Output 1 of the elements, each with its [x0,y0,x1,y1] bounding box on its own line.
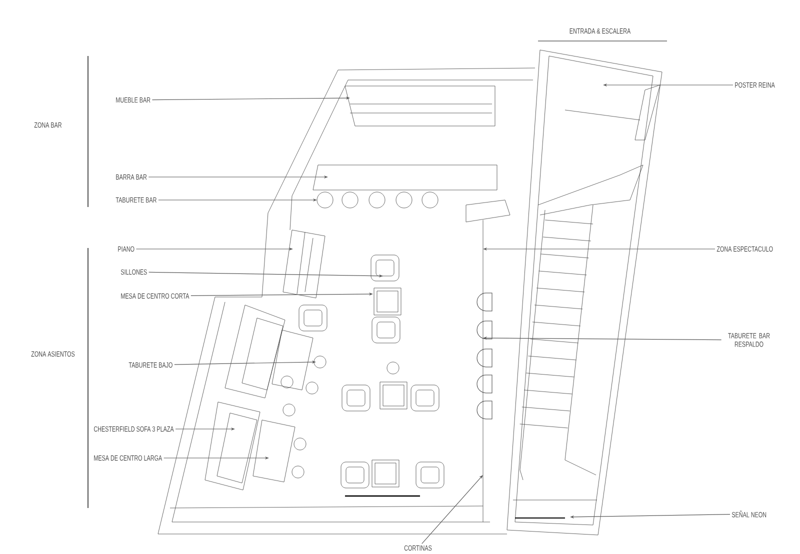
leader-line [422,475,483,544]
